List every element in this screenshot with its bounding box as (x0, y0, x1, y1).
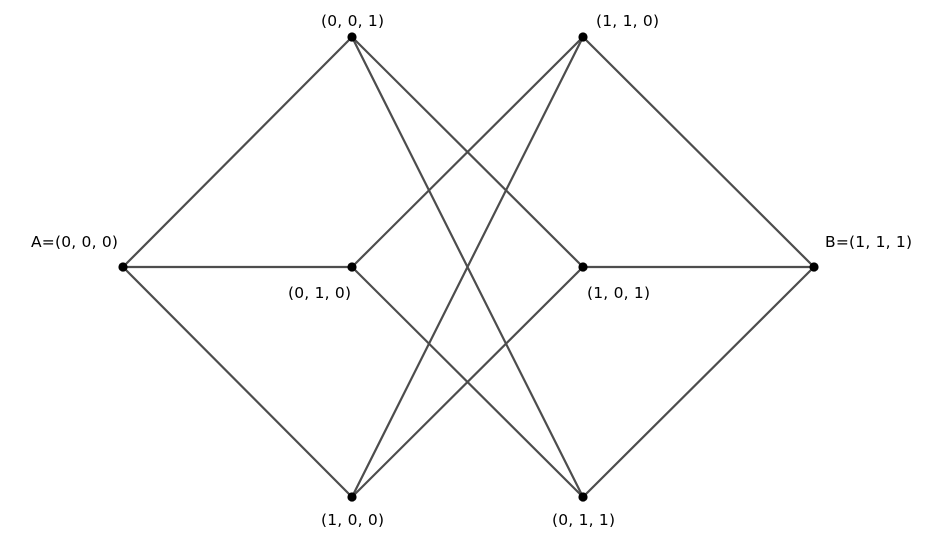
vertex-label: (0, 1, 1) (552, 511, 616, 529)
graph-edge (121, 35, 354, 269)
graph-vertex-dot[interactable] (578, 492, 588, 502)
graph-vertex-dot[interactable] (347, 492, 357, 502)
vertex-label: (1, 0, 0) (321, 511, 385, 529)
edge-layer (121, 35, 816, 499)
vertex-label: A=(0, 0, 0) (31, 233, 119, 251)
graph-vertex-dot[interactable] (578, 32, 588, 42)
graph-vertex-dot[interactable] (347, 32, 357, 42)
graph-vertex-dot[interactable] (118, 262, 128, 272)
vertex-label: (1, 1, 0) (596, 12, 660, 30)
graph-edge (581, 265, 816, 499)
vertex-layer (118, 32, 819, 502)
vertex-label: B=(1, 1, 1) (825, 233, 913, 251)
graph-vertex-dot[interactable] (347, 262, 357, 272)
graph-edge (121, 265, 354, 499)
graph-edge (350, 265, 585, 499)
graph-edge (350, 35, 585, 269)
vertex-label: (0, 0, 1) (321, 12, 385, 30)
vertex-label: (0, 1, 0) (288, 284, 352, 302)
graph-vertex-dot[interactable] (809, 262, 819, 272)
graph-vertex-dot[interactable] (578, 262, 588, 272)
graph-edge (581, 35, 816, 269)
vertex-label: (1, 0, 1) (587, 284, 651, 302)
graph-edge (350, 35, 585, 499)
